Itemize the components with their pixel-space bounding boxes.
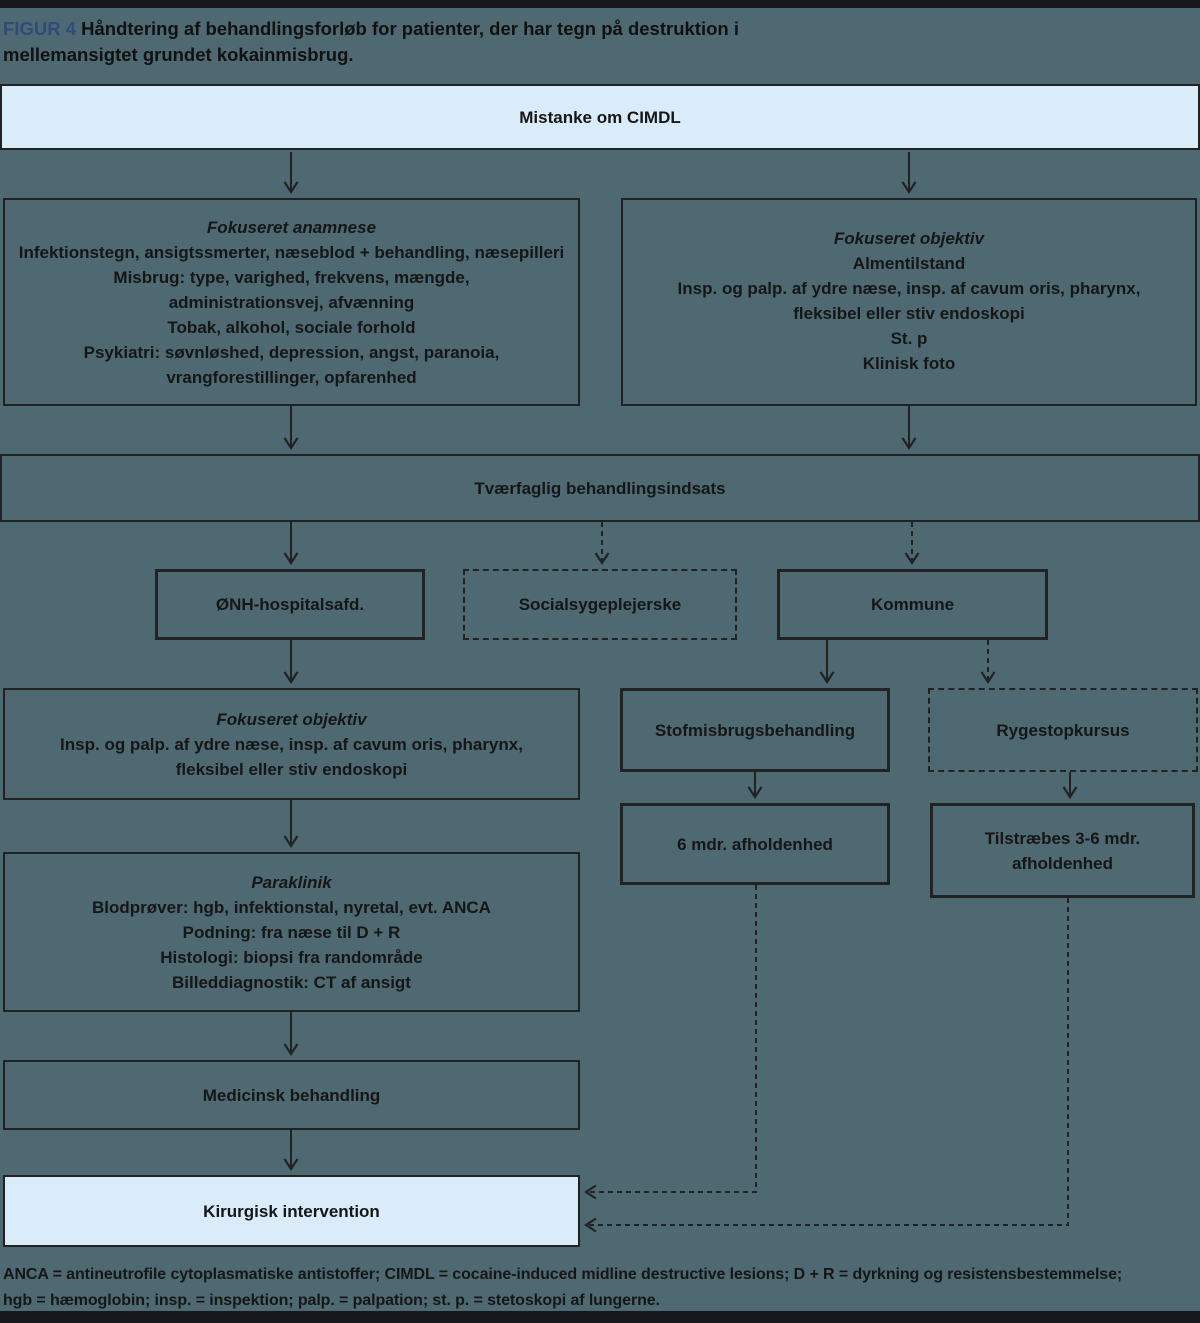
node-body: Blodprøver: hgb, infektionstal, nyretal,… xyxy=(92,897,491,992)
node-title: Kirurgisk intervention xyxy=(203,1201,380,1221)
node-fokuseret-objektiv-hospital: Fokuseret objektiv Almentilstand Insp. o… xyxy=(621,198,1197,406)
node-tvaerfaglig-behandlingsindsats: Tværfaglig behandlingsindsats xyxy=(0,454,1200,522)
node-stofmisbrugsbehandling: Stofmisbrugsbehandling xyxy=(620,688,890,772)
bottom-bar xyxy=(0,1311,1200,1323)
node-title: ØNH-hospitalsafd. xyxy=(215,595,365,614)
edge-tilstraebes-kirurgisk-dashed xyxy=(583,898,1069,1233)
node-title: Fokuseret objektiv xyxy=(216,709,367,729)
node-6-mdr-afholdenhed: 6 mdr. afholdenhed xyxy=(620,803,890,885)
node-title: Kommune xyxy=(870,595,955,614)
node-title: Tværfaglig behandlingsindsats xyxy=(474,478,726,498)
node-fokuseret-anamnese: Fokuseret anamnese Infektionstegn, ansig… xyxy=(3,198,580,406)
top-bar xyxy=(0,0,1200,8)
node-title: Socialsygeplejerske xyxy=(518,595,682,614)
node-title: Stofmisbrugsbehandling xyxy=(654,720,856,740)
node-title: Tilstræbes 3-6 mdr. afholdenhed xyxy=(984,828,1141,873)
node-medicinsk-behandling: Medicinsk behandling xyxy=(3,1060,580,1130)
node-body: Almentilstand Insp. og palp. af ydre næs… xyxy=(677,254,1141,373)
node-kommune: Kommune xyxy=(777,569,1048,640)
node-fokuseret-objektiv-oenh: Fokuseret objektiv Insp. og palp. af ydr… xyxy=(3,688,580,800)
node-oenh-hospitalsafd: ØNH-hospitalsafd. xyxy=(155,569,425,640)
abbreviations-footnote: ANCA = antineutrofile cytoplasmatiske an… xyxy=(3,1266,1123,1309)
node-socialsygeplejerske: Socialsygeplejerske xyxy=(463,569,737,640)
node-body: Insp. og palp. af ydre næse, insp. af ca… xyxy=(60,734,523,779)
node-title: Medicinsk behandling xyxy=(202,1085,381,1105)
node-title: Fokuseret objektiv xyxy=(833,229,985,248)
node-rygestopkursus: Rygestopkursus xyxy=(928,688,1198,772)
figure-label: FIGUR 4 xyxy=(3,18,76,39)
node-tilstraebes-afholdenhed: Tilstræbes 3-6 mdr. afholdenhed xyxy=(930,803,1195,898)
node-title: Paraklinik xyxy=(251,872,332,892)
figure-title-text: Håndtering af behandlingsforløb for pati… xyxy=(3,18,739,65)
node-paraklinik: Paraklinik Blodprøver: hgb, infektionsta… xyxy=(3,852,580,1012)
node-mistanke-om-cimdl: Mistanke om CIMDL xyxy=(0,84,1200,150)
figure-title: FIGUR 4 Håndtering af behandlingsforløb … xyxy=(3,16,963,68)
node-body: Infektionstegn, ansigtssmerter, næseblod… xyxy=(18,242,565,387)
node-title: Fokuseret anamnese xyxy=(206,217,377,237)
node-title: Mistanke om CIMDL xyxy=(519,107,681,127)
node-title: 6 mdr. afholdenhed xyxy=(677,834,833,854)
edge-afholdenhed-kirurgisk-dashed xyxy=(583,885,757,1200)
node-title: Rygestopkursus xyxy=(996,720,1130,740)
node-kirurgisk-intervention: Kirurgisk intervention xyxy=(3,1175,580,1247)
